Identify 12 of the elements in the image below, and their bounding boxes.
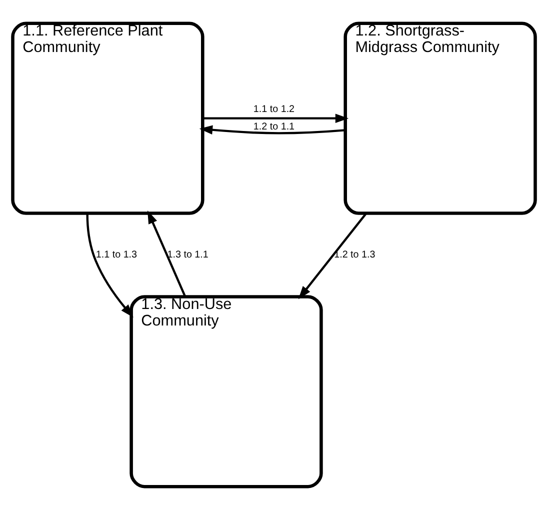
node-box: 1.2. Shortgrass-Midgrass Community: [344, 21, 537, 214]
node-box: 1.3. Non-Use Community: [130, 294, 323, 488]
arrow: [148, 210, 186, 297]
arrow: [86, 213, 134, 317]
arrow: [298, 212, 367, 299]
arrow: [199, 124, 346, 134]
edge-label: 1.3 to 1.1: [167, 248, 208, 260]
arrow: [203, 113, 349, 122]
edge-label: 1.2 to 1.1: [253, 121, 295, 132]
node-box: 1.1. Reference Plant Community: [11, 21, 204, 214]
edge-label: 1.1 to 1.3: [96, 248, 138, 260]
edge-label: 1.1 to 1.2: [253, 103, 295, 114]
